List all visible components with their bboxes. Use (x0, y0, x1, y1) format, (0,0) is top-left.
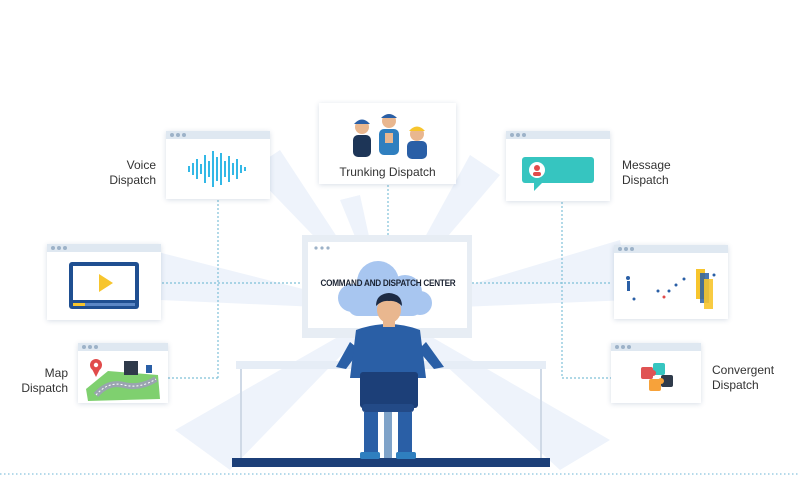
message-dispatch-card (506, 131, 610, 201)
voice-dispatch-label: Voice Dispatch (109, 158, 156, 187)
worker-1-icon (353, 119, 371, 157)
convergent-dispatch-card (611, 343, 701, 403)
connector-lines (162, 185, 612, 379)
worker-3-icon (407, 126, 427, 159)
center-title: COMMAND AND DISPATCH CENTER (320, 278, 456, 289)
chat-bubble-icon (522, 157, 594, 191)
map-icon (86, 359, 160, 401)
convergent-dispatch-label: Convergent Dispatch (712, 363, 775, 392)
team-workers-icon (353, 114, 427, 159)
trunking-dispatch-label: Trunking Dispatch (339, 165, 436, 179)
worker-2-icon (379, 114, 399, 155)
soundwave-icon (188, 151, 246, 187)
video-player-icon (69, 262, 139, 309)
map-dispatch-card (78, 343, 168, 403)
operator-illustration (336, 293, 444, 459)
message-dispatch-label: Message Dispatch (622, 158, 671, 187)
analytics-card (614, 245, 728, 319)
play-icon (99, 274, 113, 292)
map-dispatch-label: Map Dispatch (21, 366, 68, 395)
data-analytics-icon (626, 269, 716, 309)
puzzle-icon (641, 363, 673, 391)
trunking-dispatch-card: Trunking Dispatch (319, 103, 456, 184)
video-card (47, 244, 161, 320)
voice-dispatch-card (166, 131, 270, 199)
